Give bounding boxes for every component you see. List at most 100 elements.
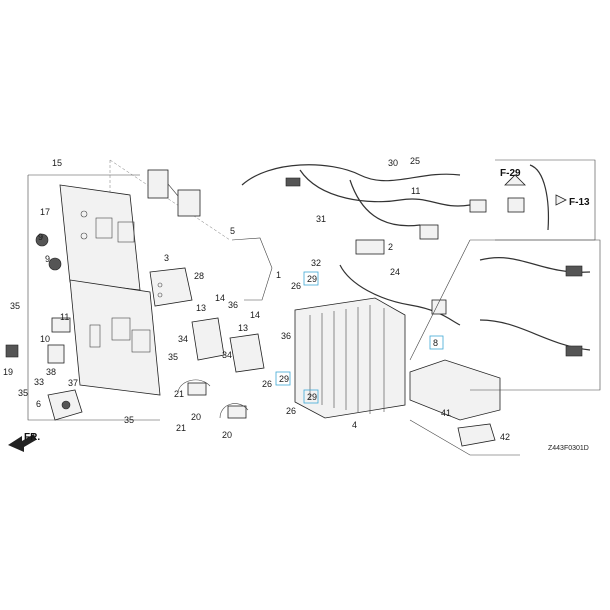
- panel-cutout: [95, 217, 113, 239]
- part-label: 20: [222, 430, 232, 440]
- part-label: 41: [441, 408, 451, 418]
- part-label: 29: [307, 274, 317, 284]
- part-label: 35: [18, 388, 28, 398]
- part-label: 10: [40, 334, 50, 344]
- terminal-block: [5, 344, 19, 358]
- part-label: 38: [46, 367, 56, 377]
- connector-block: [355, 239, 385, 255]
- wire-harness: [241, 164, 461, 186]
- wire: [177, 379, 211, 393]
- ignition-coil: [177, 189, 201, 217]
- part-label: 28: [194, 271, 204, 281]
- part-label: 5: [230, 226, 235, 236]
- filter: [431, 299, 447, 315]
- part-label: 11: [411, 186, 420, 196]
- part-label: 25: [410, 156, 420, 166]
- panel-slot: [89, 324, 101, 348]
- connector: [565, 265, 583, 277]
- part-label: 15: [52, 158, 62, 168]
- sensor: [187, 382, 207, 396]
- connector: [507, 197, 525, 213]
- leader-line: [109, 159, 231, 241]
- part-label: 13: [196, 303, 206, 313]
- part-label: 14: [215, 293, 225, 303]
- part-label: 34: [178, 334, 188, 344]
- front-label: FR.: [24, 432, 40, 443]
- part-label: 35: [10, 301, 20, 311]
- wire-harness: [339, 264, 461, 326]
- connector: [469, 199, 487, 213]
- leader-line: [409, 239, 471, 361]
- inset-frame: [495, 159, 596, 241]
- part-label: 19: [3, 367, 13, 377]
- up-arrow-icon: [504, 174, 526, 186]
- grommet: [457, 423, 496, 447]
- part-label: 21: [174, 389, 184, 399]
- wire-harness: [299, 169, 471, 207]
- front-arrow-icon: [8, 434, 36, 452]
- diagram-code: Z443F0301D: [548, 445, 589, 452]
- part-label: 30: [388, 158, 398, 168]
- connector: [565, 345, 583, 357]
- part-label: 9: [45, 254, 50, 264]
- panel-hole: [80, 232, 88, 240]
- bracket: [191, 317, 225, 361]
- heatsink-fins: [309, 305, 385, 414]
- part-label: 34: [222, 350, 232, 360]
- part-label: 8: [433, 338, 438, 348]
- part-label: 35: [124, 415, 134, 425]
- wire: [167, 183, 179, 197]
- part-label: 26: [291, 281, 301, 291]
- part-label: 26: [286, 406, 296, 416]
- indicator: [157, 282, 163, 288]
- part-label: 14: [250, 310, 260, 320]
- connector: [285, 177, 301, 187]
- part-label: 29: [279, 374, 289, 384]
- cover-bracket: [409, 359, 501, 421]
- part-label: 29: [307, 392, 317, 402]
- panel-outlet: [131, 329, 151, 353]
- wire: [219, 403, 249, 419]
- bracket: [229, 333, 265, 373]
- part-label: 31: [316, 214, 326, 224]
- part-label: 13: [238, 323, 248, 333]
- mount-bracket: [231, 237, 273, 301]
- switch-body: [47, 344, 65, 364]
- breaker-knob: [35, 233, 49, 247]
- breaker-knob: [48, 257, 62, 271]
- part-label: 9: [38, 232, 43, 242]
- panel-outlet: [111, 317, 131, 341]
- part-label: 32: [311, 258, 321, 268]
- part-label: 17: [40, 207, 50, 217]
- part-label: 4: [352, 420, 357, 430]
- ref-f29: F-29: [500, 168, 521, 179]
- ref-f13: F-13: [569, 197, 590, 208]
- part-label: 36: [281, 331, 291, 341]
- part-label: 24: [390, 267, 400, 277]
- inverter-unit: [294, 297, 406, 419]
- part-label: 6: [36, 399, 41, 409]
- wire-harness: [349, 179, 421, 227]
- highlight-box-29a: [303, 271, 319, 286]
- control-panel: [69, 279, 161, 396]
- part-label: 35: [168, 352, 178, 362]
- part-label: 36: [228, 300, 238, 310]
- right-arrow-icon: [555, 194, 567, 206]
- connector: [419, 224, 439, 240]
- part-label: 33: [34, 377, 44, 387]
- part-label: 42: [500, 432, 510, 442]
- part-label: 11: [60, 312, 69, 322]
- ignition-coil: [147, 169, 169, 199]
- part-label: 3: [164, 253, 169, 263]
- highlight-box-29b: [275, 371, 291, 386]
- part-label: 21: [176, 423, 186, 433]
- panel-frame-bracket: [27, 174, 160, 421]
- panel-hole: [80, 210, 88, 218]
- control-box: [149, 267, 193, 307]
- outlet-socket: [61, 400, 71, 410]
- part-label: 20: [191, 412, 201, 422]
- part-label: 37: [68, 378, 78, 388]
- panel-cutout: [117, 221, 135, 243]
- part-label: 26: [262, 379, 272, 389]
